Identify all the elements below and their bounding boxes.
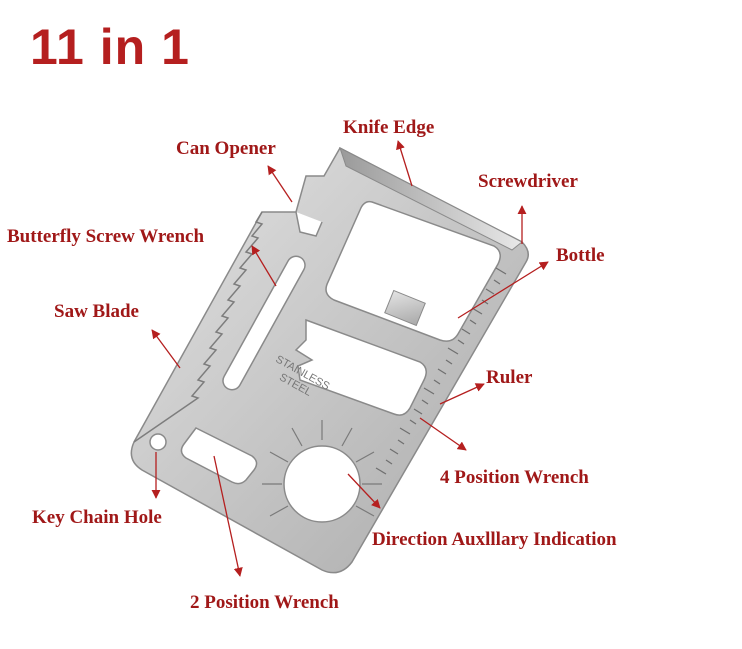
label-key-chain-hole: Key Chain Hole: [32, 507, 162, 528]
annotation-arrows: [151, 140, 549, 577]
saw-teeth: [133, 211, 264, 443]
direction-compass: [262, 420, 382, 523]
four-position-wrench-cutout: [294, 318, 427, 416]
ruler-ticks: [375, 267, 507, 475]
butterfly-wrench-slot: [222, 255, 306, 391]
label-bottle: Bottle: [556, 245, 605, 266]
label-saw-blade: Saw Blade: [54, 301, 139, 322]
label-4-position-wrench: 4 Position Wrench: [440, 467, 589, 488]
two-position-wrench-cutout: [180, 427, 258, 485]
product-title: 11 in 1: [30, 19, 190, 75]
bottle-opener-cutout: [325, 200, 501, 342]
knife-edge-bevel: [339, 146, 523, 251]
label-2-position-wrench: 2 Position Wrench: [190, 592, 339, 613]
key-chain-hole: [149, 433, 167, 451]
label-butterfly-screw-wrench: Butterfly Screw Wrench: [7, 226, 205, 247]
label-screwdriver: Screwdriver: [478, 171, 578, 192]
label-knife-edge: Knife Edge: [343, 117, 435, 138]
label-direction-indication: Direction Auxlllary Indication: [372, 529, 617, 550]
label-can-opener: Can Opener: [176, 138, 276, 159]
can-opener-notch: [295, 211, 323, 237]
label-ruler: Ruler: [486, 367, 533, 388]
